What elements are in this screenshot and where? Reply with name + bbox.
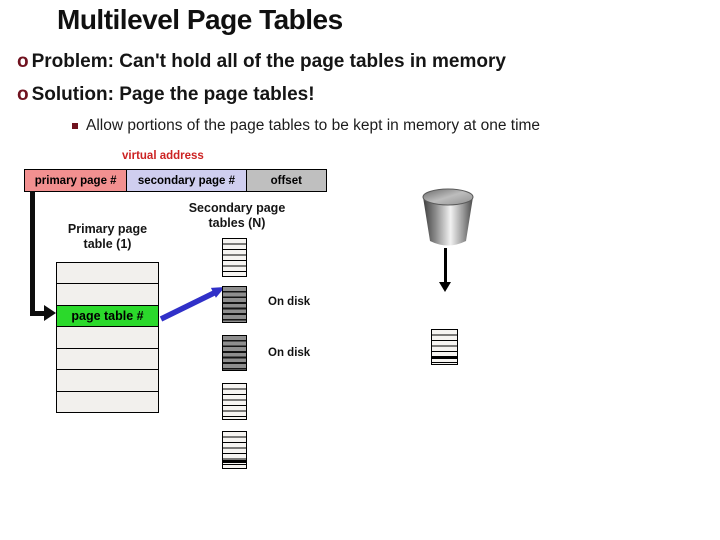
table-row <box>57 263 158 285</box>
virtual-address-box: primary page # secondary page # offset <box>24 169 327 192</box>
down-arrowhead-icon <box>439 282 451 292</box>
blue-arrow-icon <box>159 287 225 322</box>
disk-cylinder-icon <box>422 188 474 246</box>
black-elbow-arrow-icon <box>30 311 45 316</box>
bullet-problem-text: Problem: Can't hold all of the page tabl… <box>31 51 506 72</box>
primary-table-label: Primary page table (1) <box>67 222 148 251</box>
page-title: Multilevel Page Tables <box>57 4 343 35</box>
va-field-offset: offset <box>245 170 326 191</box>
secondary-tables-label: Secondary page tables (N) <box>188 201 286 230</box>
secondary-table-box-1 <box>222 238 247 277</box>
secondary-table-box-5 <box>222 431 247 469</box>
black-elbow-arrowhead-icon <box>44 305 56 321</box>
va-field-primary-page: primary page # <box>25 170 127 191</box>
sub-bullet-text: Allow portions of the page tables to be … <box>86 117 541 134</box>
circle-bullet-icon: o <box>17 51 29 72</box>
table-row <box>57 327 158 349</box>
down-arrow-icon <box>444 248 447 283</box>
bullet-problem: o Problem: Can't hold all of the page ta… <box>17 51 506 73</box>
on-disk-label: On disk <box>268 296 311 308</box>
primary-page-table: page table # <box>56 262 159 413</box>
secondary-table-box-4 <box>222 383 247 420</box>
sub-bullet: Allow portions of the page tables to be … <box>72 117 540 135</box>
on-disk-label: On disk <box>268 347 311 359</box>
black-elbow-arrow-icon <box>30 191 35 316</box>
table-row-highlighted: page table # <box>57 305 158 328</box>
disk-page-table-box <box>431 329 458 365</box>
circle-bullet-icon: o <box>17 84 29 105</box>
table-row <box>57 348 158 371</box>
table-row <box>57 284 158 306</box>
table-row <box>57 370 158 392</box>
secondary-table-box-2 <box>222 286 247 323</box>
square-bullet-icon <box>72 123 78 129</box>
bullet-solution: o Solution: Page the page tables! <box>17 84 315 106</box>
table-row <box>57 391 158 412</box>
va-field-secondary-page: secondary page # <box>126 170 246 191</box>
secondary-table-box-3 <box>222 335 247 371</box>
bullet-solution-text: Solution: Page the page tables! <box>31 84 315 105</box>
virtual-address-label: virtual address <box>122 150 204 162</box>
